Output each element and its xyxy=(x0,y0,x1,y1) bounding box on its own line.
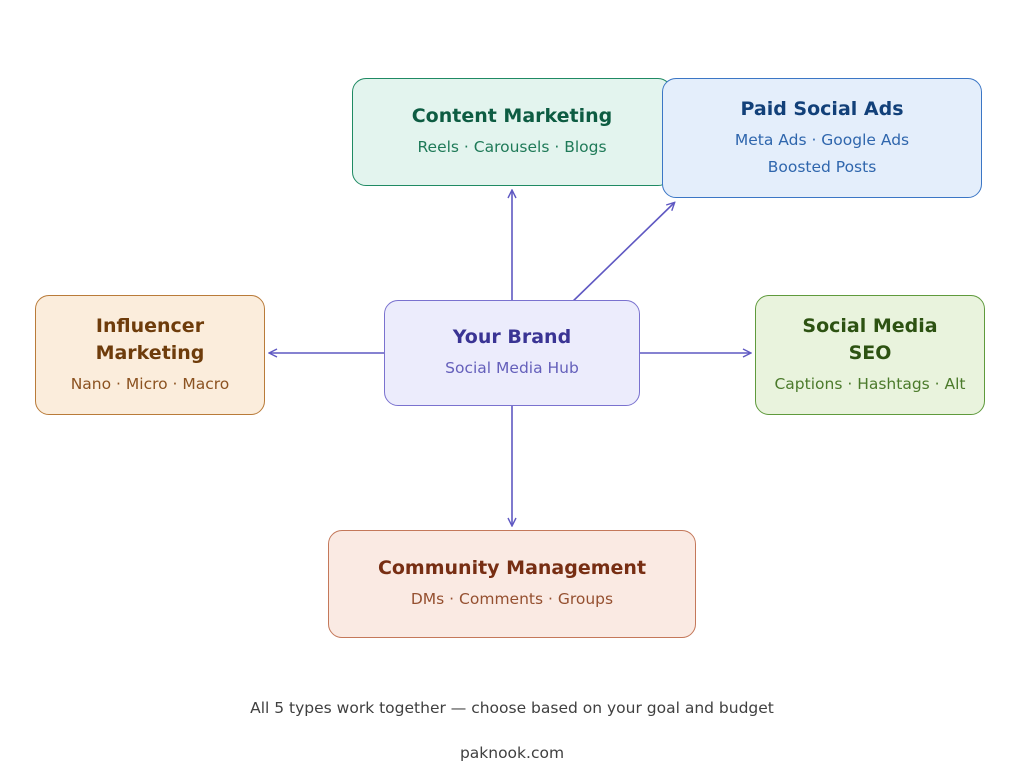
node-subtitle: Social Media Hub xyxy=(445,359,579,377)
community-management-node: Community Management DMs · Comments · Gr… xyxy=(328,530,696,638)
node-title-line: Social Media xyxy=(802,314,938,337)
social-media-seo-node: Social Media SEO Captions · Hashtags · A… xyxy=(755,295,985,415)
node-title: Community Management xyxy=(377,557,647,579)
node-title-line: Influencer xyxy=(95,314,205,337)
node-subtitle: Reels · Carousels · Blogs xyxy=(417,138,607,156)
node-title: Your Brand xyxy=(452,326,572,348)
content-marketing-node: Content Marketing Reels · Carousels · Bl… xyxy=(352,78,672,186)
paid-social-ads-node: Paid Social Ads Meta Ads · Google Ads Bo… xyxy=(662,78,982,198)
arrow-to-paid-social-ads xyxy=(567,203,674,307)
node-subtitle: Nano · Micro · Macro xyxy=(70,374,230,393)
node-subtitle-line: Meta Ads · Google Ads xyxy=(734,130,910,149)
node-title: Paid Social Ads xyxy=(740,97,904,120)
node-title-line: SEO xyxy=(848,341,892,364)
influencer-marketing-node: Influencer Marketing Nano · Micro · Macr… xyxy=(35,295,265,415)
node-title-line: Marketing xyxy=(95,341,205,364)
your-brand-hub-node: Your Brand Social Media Hub xyxy=(384,300,640,406)
node-subtitle: Captions · Hashtags · Alt xyxy=(774,374,966,393)
node-subtitle: Meta Ads · Google Ads Boosted Posts xyxy=(735,127,909,181)
source-footer: paknook.com xyxy=(459,744,565,762)
node-title: Content Marketing xyxy=(411,105,613,127)
node-subtitle-line: Boosted Posts xyxy=(767,157,877,176)
node-title: Social Media SEO xyxy=(802,313,937,367)
diagram-caption: All 5 types work together — choose based… xyxy=(250,699,774,717)
node-title: Influencer Marketing xyxy=(96,313,205,367)
node-subtitle: DMs · Comments · Groups xyxy=(410,590,614,608)
